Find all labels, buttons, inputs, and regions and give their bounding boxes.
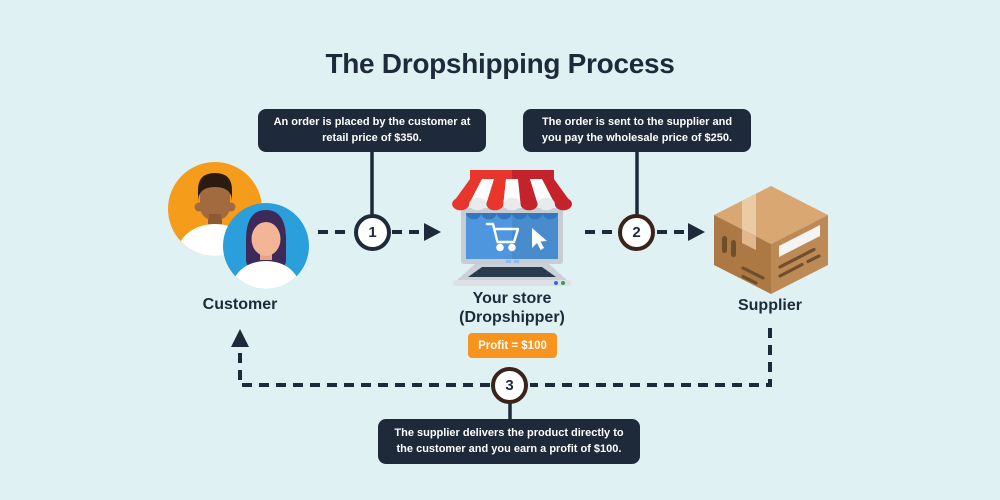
arrowhead-to-store bbox=[424, 223, 441, 241]
profit-badge: Profit = $100 bbox=[468, 333, 557, 358]
shopping-cart-icon bbox=[485, 222, 520, 252]
cursor-icon bbox=[532, 228, 547, 250]
callout-step1: An order is placed by the customer at re… bbox=[258, 109, 486, 152]
woman-avatar bbox=[223, 203, 309, 289]
step-circle-1: 1 bbox=[354, 214, 391, 251]
dash-left-up-to-customer bbox=[238, 346, 490, 387]
box-markings bbox=[741, 247, 821, 285]
dashed-flow-lines bbox=[238, 230, 772, 387]
callout-step3: The supplier delivers the product direct… bbox=[378, 419, 640, 464]
storefront-laptop-icon bbox=[452, 170, 572, 286]
supplier-label: Supplier bbox=[737, 297, 802, 314]
package-box-icon bbox=[714, 186, 828, 294]
arrowhead-to-customer bbox=[231, 329, 249, 347]
callout-step2: The order is sent to the supplier and yo… bbox=[523, 109, 751, 152]
store-label-text: Your store(Dropshipper) bbox=[459, 290, 565, 327]
store-label: Your store(Dropshipper) bbox=[427, 289, 597, 327]
arrowheads bbox=[231, 223, 705, 347]
box-label bbox=[779, 225, 820, 257]
customer-avatars-icon bbox=[168, 162, 309, 289]
page-title: The Dropshipping Process bbox=[325, 48, 675, 79]
step-circle-3: 3 bbox=[491, 367, 528, 404]
dash-supplier-down-left bbox=[530, 328, 772, 387]
step-number-3: 3 bbox=[505, 377, 514, 394]
laptop bbox=[453, 208, 571, 286]
customer-label: Customer bbox=[202, 296, 278, 313]
step-circle-2: 2 bbox=[618, 214, 655, 251]
arrowhead-to-supplier bbox=[688, 223, 705, 241]
step-number-1: 1 bbox=[368, 224, 377, 241]
store-awning bbox=[452, 170, 572, 211]
step-number-2: 2 bbox=[632, 224, 641, 241]
